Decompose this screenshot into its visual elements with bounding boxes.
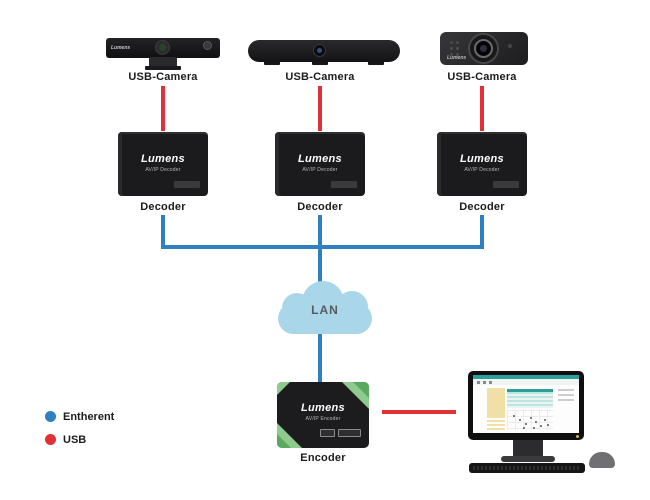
camera-brand-text: Lumens — [447, 55, 467, 61]
legend-ethernet-label: Entherent — [63, 411, 115, 423]
monitor-stand — [513, 440, 543, 457]
ethernet-drop-2 — [318, 215, 322, 283]
spec-badge — [493, 181, 519, 188]
camera-lens-icon — [480, 45, 487, 52]
monitor-power-led — [576, 435, 579, 438]
legend-ethernet-dot — [45, 411, 56, 422]
decoder-3: Lumens AV/IP Decoder — [437, 132, 527, 196]
decoder-brand-text: Lumens — [141, 153, 185, 165]
screen-yellow-panel — [487, 388, 505, 418]
ethernet-bus — [161, 245, 484, 249]
camera-foot — [312, 61, 328, 65]
camera-mount-base — [145, 66, 181, 70]
encoder-label: Encoder — [300, 452, 346, 464]
decoder-1-label: Decoder — [140, 201, 186, 213]
ethernet-lan-to-encoder — [318, 334, 322, 382]
decoder-model-text: AV/IP Decoder — [302, 167, 338, 173]
camera-indicator-dot — [508, 44, 512, 48]
spec-badge — [320, 429, 335, 437]
cloud-base — [278, 303, 372, 334]
usb-cable-1 — [161, 86, 165, 131]
keyboard — [469, 463, 585, 473]
camera-brand-text: Lumens — [111, 45, 131, 51]
usb-cable-2 — [318, 86, 322, 131]
decoder-2-label: Decoder — [297, 201, 343, 213]
monitor-stand-base — [501, 456, 555, 462]
camera-mount-clip — [149, 57, 177, 68]
lan-label: LAN — [311, 303, 339, 317]
camera-foot — [368, 61, 384, 65]
decoder-model-text: AV/IP Decoder — [464, 167, 500, 173]
camera-foot — [264, 61, 280, 65]
camera-lens-icon — [317, 48, 322, 53]
camera-lens-icon — [468, 33, 499, 64]
screen-table — [507, 389, 553, 408]
usb-cable-3 — [480, 86, 484, 131]
ethernet-drop-1 — [161, 215, 165, 247]
spec-badge — [338, 429, 361, 437]
screen-scatter-dots — [513, 415, 515, 417]
camera-badge-icon — [203, 41, 212, 50]
decoder-1: Lumens AV/IP Decoder — [118, 132, 208, 196]
decoder-3-label: Decoder — [459, 201, 505, 213]
ethernet-drop-3 — [480, 215, 484, 247]
encoder-brand-text: Lumens — [301, 402, 345, 414]
spec-badge — [174, 181, 200, 188]
screen-yellow-rows — [487, 420, 505, 431]
legend-usb-dot — [45, 434, 56, 445]
decoder-2: Lumens AV/IP Decoder — [275, 132, 365, 196]
mouse — [589, 452, 615, 468]
screen-toolbar — [473, 379, 579, 385]
decoder-brand-text: Lumens — [460, 153, 504, 165]
camera-lens-icon — [159, 44, 166, 51]
screen-side-panel — [558, 389, 574, 403]
camera-mic-grille — [450, 41, 453, 44]
usb-cable-encoder-pc — [382, 410, 456, 414]
monitor-screen — [473, 375, 579, 433]
camera-2-label: USB-Camera — [285, 71, 355, 83]
screen-chart-grid — [507, 410, 553, 430]
decoder-model-text: AV/IP Decoder — [145, 167, 181, 173]
spec-badge — [331, 181, 357, 188]
encoder: Lumens AV/IP Encoder — [277, 382, 369, 448]
camera-1-label: USB-Camera — [128, 71, 198, 83]
green-corner — [277, 382, 290, 395]
toolbar-icons — [477, 381, 480, 384]
camera-3-label: USB-Camera — [447, 71, 517, 83]
lan-cloud: LAN — [278, 281, 372, 335]
decoder-brand-text: Lumens — [298, 153, 342, 165]
screen-titlebar — [473, 375, 579, 379]
encoder-model-text: AV/IP Encoder — [305, 416, 341, 422]
legend-usb-label: USB — [63, 434, 87, 446]
